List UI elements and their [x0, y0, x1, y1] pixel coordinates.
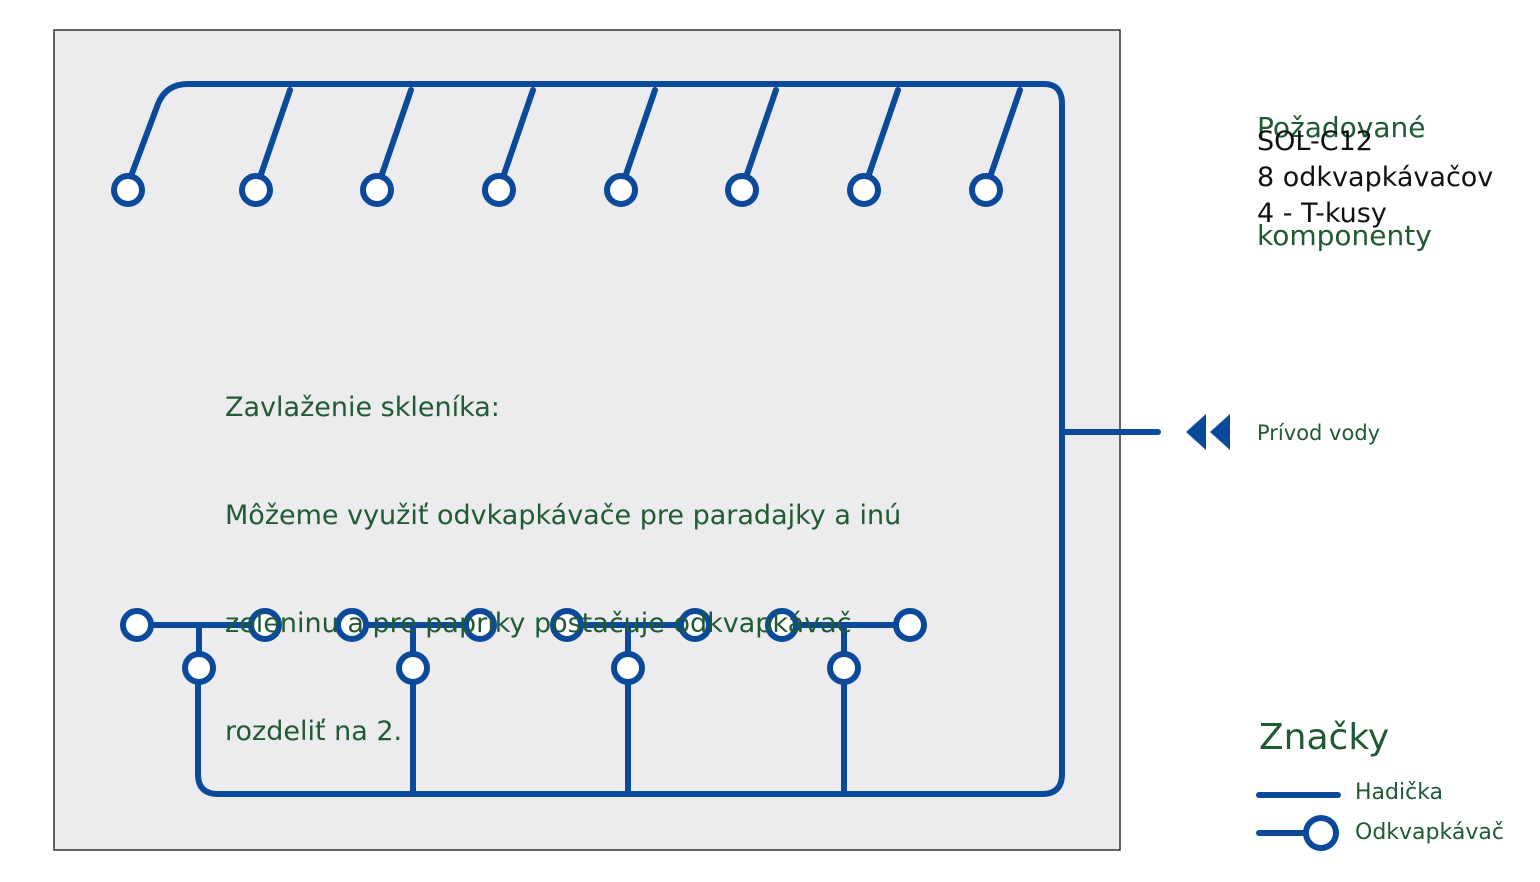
- greenhouse-panel: [53, 29, 1121, 851]
- top-dripper: [111, 173, 145, 207]
- double-chevron-left-icon: [1186, 414, 1230, 450]
- t-piece-center-dripper: [396, 651, 430, 685]
- t-piece-right-dripper: [678, 608, 712, 642]
- top-dripper: [482, 173, 516, 207]
- top-dripper-branch: [863, 87, 901, 186]
- t-piece-center-dripper: [827, 651, 861, 685]
- t-piece-left-dripper: [120, 608, 154, 642]
- components-title-line-1: Požadované: [1257, 111, 1426, 144]
- top-dripper: [725, 173, 759, 207]
- t-piece-right-dripper: [463, 608, 497, 642]
- description-line: Zavlaženie skleníka:: [225, 392, 500, 423]
- top-dripper-branch: [255, 87, 293, 186]
- legend-symbols: [1256, 792, 1341, 851]
- legend-hose-label: Hadička: [1355, 780, 1444, 805]
- top-dripper: [360, 173, 394, 207]
- t-piece-center-dripper: [182, 651, 216, 685]
- components-title-line-2: komponenty: [1257, 219, 1432, 252]
- top-dripper: [847, 173, 881, 207]
- top-dripper-branch: [498, 87, 536, 186]
- water-inlet-label: Prívod vody: [1257, 421, 1381, 445]
- dripper-group: [111, 173, 1003, 685]
- t-piece-left-dripper: [765, 608, 799, 642]
- t-piece-right-dripper: [893, 608, 927, 642]
- components-title: Požadované komponenty: [1257, 38, 1432, 290]
- pipe-network: [125, 81, 1161, 797]
- dripper-icon: [1303, 815, 1339, 851]
- description-line: Môžeme využiť odvkapkávače pre paradajky…: [225, 500, 902, 531]
- component-item: 8 odkvapkávačov: [1257, 162, 1494, 193]
- description-text: Zavlaženie skleníka: Môžeme využiť odvka…: [225, 318, 901, 786]
- t-piece-left-dripper: [550, 608, 584, 642]
- top-dripper-branch: [985, 87, 1023, 186]
- top-dripper: [239, 173, 273, 207]
- top-dripper-branch: [376, 87, 414, 186]
- main-supply-pipe: [125, 81, 1065, 797]
- t-piece-left-dripper: [335, 608, 369, 642]
- component-item: SOL-C12: [1257, 126, 1373, 157]
- legend-title: Značky: [1259, 717, 1390, 758]
- legend-dripper-label: Odkvapkávač: [1355, 820, 1504, 845]
- description-line: zeleninu a pre papriky postačuje odkvapk…: [225, 608, 852, 639]
- top-dripper-branch: [620, 87, 658, 186]
- t-piece-right-dripper: [248, 608, 282, 642]
- top-dripper: [969, 173, 1003, 207]
- top-dripper-branch: [741, 87, 779, 186]
- top-dripper: [604, 173, 638, 207]
- t-piece-center-dripper: [611, 651, 645, 685]
- description-line: rozdeliť na 2.: [225, 716, 403, 747]
- component-item: 4 - T-kusy: [1257, 198, 1387, 229]
